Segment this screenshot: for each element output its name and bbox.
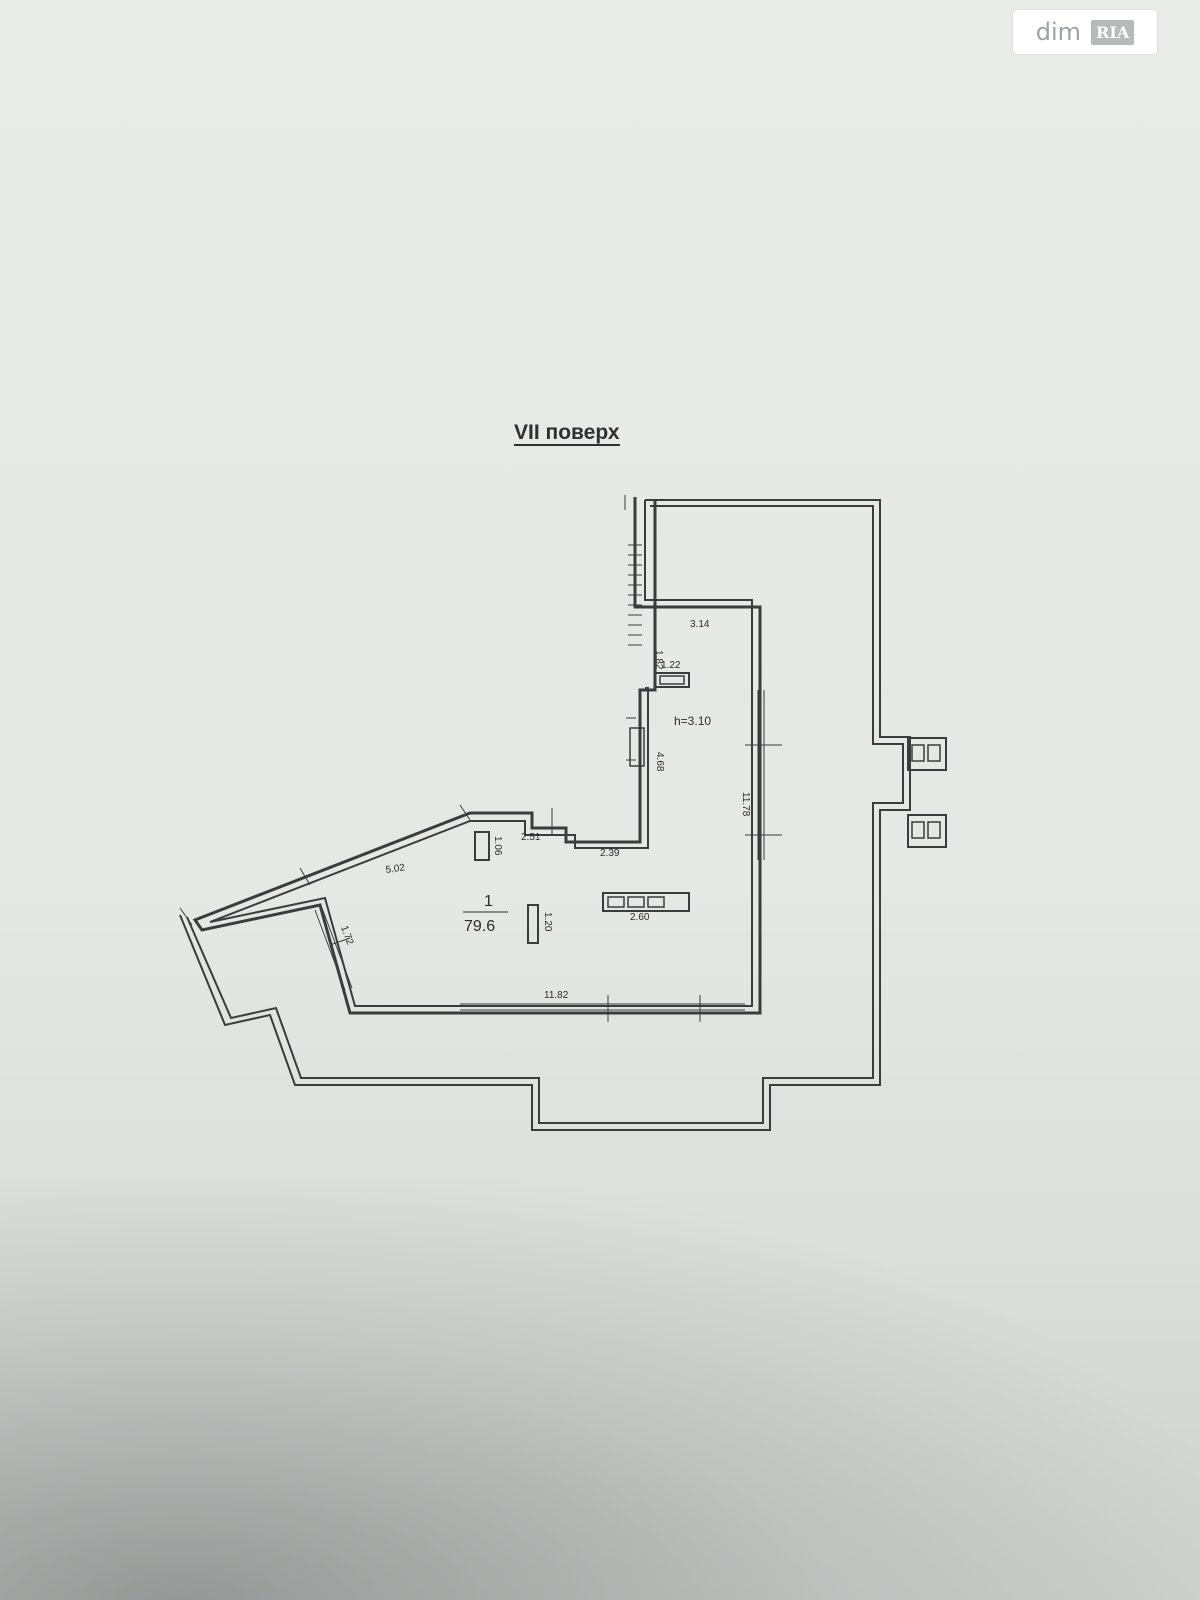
watermark-brand: dim xyxy=(1035,18,1082,46)
stove-a xyxy=(607,896,625,908)
dim-1-82: 1.82 xyxy=(653,650,664,670)
entry-box xyxy=(474,831,490,861)
shaft-bottom-b xyxy=(927,821,941,839)
dim-4-68: 4.68 xyxy=(654,752,665,772)
room-wall-outer xyxy=(192,497,762,1015)
shaft-bottom xyxy=(907,814,947,848)
dim-1-72: 1.72 xyxy=(338,924,355,946)
dim-2-60: 2.60 xyxy=(630,912,650,923)
shaft-top-a xyxy=(911,744,925,762)
dim-1-22: 1.22 xyxy=(661,660,681,671)
shaft-bottom-a xyxy=(911,821,925,839)
stove-c xyxy=(647,896,665,908)
dim-2-39: 2.39 xyxy=(600,848,620,859)
stove-b xyxy=(627,896,645,908)
niche-box xyxy=(654,672,690,688)
room-wall-inner xyxy=(209,500,753,1007)
watermark-badge: RIA xyxy=(1091,19,1135,45)
dim-2-51: 2.51 xyxy=(521,832,541,843)
dim-11-78: 11.78 xyxy=(740,792,751,817)
dimria-watermark: dim RIA xyxy=(1013,10,1157,54)
room-area: 79.6 xyxy=(464,918,495,935)
room-number: 1 xyxy=(484,893,493,910)
shaft-top xyxy=(907,737,947,771)
dim-11-82: 11.82 xyxy=(544,990,569,1001)
terrace-outline xyxy=(179,499,911,1131)
niche-box-inner xyxy=(659,675,685,685)
dim-1-20: 1.20 xyxy=(542,912,553,932)
floor-title: VII поверх xyxy=(514,421,620,446)
dim-1-06: 1.06 xyxy=(492,836,503,856)
stove-block xyxy=(602,892,690,912)
shaft-top-b xyxy=(927,744,941,762)
dim-5-02: 5.02 xyxy=(385,862,406,876)
door-recess xyxy=(629,727,645,767)
dim-3-14: 3.14 xyxy=(690,619,710,630)
ceiling-height: h=3.10 xyxy=(674,714,711,728)
column-marker xyxy=(527,904,539,944)
terrace-outline-inner xyxy=(186,505,904,1124)
